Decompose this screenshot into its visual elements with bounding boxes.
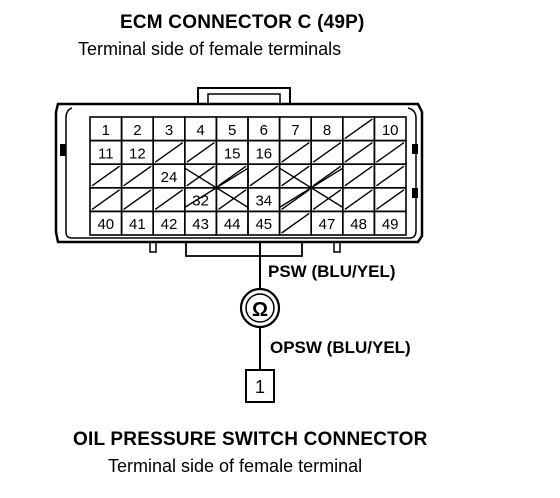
terminal-blank-r3-c8-blank-slash [312, 165, 342, 187]
terminal-blank-r5-c7-blank-slash [281, 212, 310, 234]
cavity-cross-b-0 [184, 167, 249, 208]
terminal-3-label: 3 [165, 122, 173, 139]
terminal-49 [373, 210, 407, 236]
terminal-blank-r3-c7-blank-slash [281, 165, 310, 187]
terminal-24-label: 24 [161, 169, 178, 186]
ecm-connector-title: ECM CONNECTOR C (49P) [120, 12, 365, 33]
oil-pressure-switch-symbol: Ω [252, 299, 268, 321]
terminal-blank-r3-c1-blank-slash [91, 165, 121, 187]
terminal-40-label: 40 [97, 216, 114, 233]
terminal-blank-r3-c9-blank-slash [344, 165, 373, 187]
opsw-wire-label: OPSW (BLU/YEL) [270, 338, 411, 357]
terminal-4-label: 4 [196, 122, 204, 139]
terminal-blank-r4-c10-blank-slash [375, 189, 405, 210]
terminal-10-label: 10 [382, 122, 399, 139]
ecm-connector-shell [54, 87, 424, 403]
terminal-45-label: 45 [255, 216, 272, 233]
oil-pressure-switch-title: OIL PRESSURE SWITCH CONNECTOR [73, 429, 428, 450]
terminal-6-label: 6 [260, 122, 268, 139]
terminal-blank-r4-c8-blank-slash [312, 189, 342, 210]
ecm-connector-subtitle: Terminal side of female terminals [78, 39, 342, 59]
terminal-blank-r4-c5-blank-slash [217, 189, 247, 210]
terminal-blank-r2-c4-blank-slash [186, 142, 215, 163]
terminal-43-label: 43 [192, 216, 209, 233]
terminal-blank-r4-c2-blank-slash [123, 189, 152, 210]
terminal-5-label: 5 [228, 122, 236, 139]
terminal-blank-r4-c9-blank-slash [344, 189, 373, 210]
terminal-32-label: 32 [192, 193, 209, 210]
terminal-blank-r2-c10-blank-slash [375, 142, 405, 163]
terminal-16-label: 16 [255, 145, 272, 162]
terminal-blank-r3-c4-blank-slash [186, 165, 215, 187]
terminal-blank-r4-c3-blank-slash [154, 189, 184, 210]
terminal-blank-r1-c9-blank-slash [344, 118, 373, 140]
terminal-2-label: 2 [133, 122, 141, 139]
terminal-1-label: 1 [102, 122, 110, 139]
terminal-blank-r2-c9-blank-slash [344, 142, 373, 163]
terminal-41-label: 41 [129, 216, 146, 233]
terminal-blank-r3-c10-blank-slash [375, 165, 405, 187]
terminal-11-label: 11 [98, 145, 114, 162]
terminal-blank-r2-c3-blank-slash [154, 142, 184, 163]
terminal-34-label: 34 [255, 193, 272, 210]
terminal-blank-r2-c8-blank-slash [312, 142, 342, 163]
terminal-blank-r2-c7-blank-slash [281, 142, 310, 163]
oil-pressure-switch-terminal-1: 1 [255, 377, 265, 397]
terminal-49-label: 49 [382, 216, 399, 233]
terminal-8-label: 8 [323, 122, 331, 139]
terminal-44-label: 44 [224, 216, 241, 233]
terminal-blank-r3-c6-blank-slash [249, 165, 279, 187]
terminal-12-label: 12 [129, 145, 146, 162]
terminal-blank-r4-c1-blank-slash [91, 189, 121, 210]
cavity-cross-b-1 [279, 167, 344, 208]
oil-pressure-switch-subtitle: Terminal side of female terminal [108, 456, 363, 476]
terminal-48-label: 48 [350, 216, 367, 233]
terminal-15-label: 15 [224, 145, 241, 162]
terminal-47-label: 47 [319, 216, 336, 233]
terminal-blank-r4-c7-blank-slash [281, 189, 310, 210]
terminal-blank-r3-c2-blank-slash [123, 165, 152, 187]
terminal-42-label: 42 [161, 216, 178, 233]
psw-wire-label: PSW (BLU/YEL) [268, 262, 396, 281]
terminal-blank-r3-c5-blank-slash [217, 165, 247, 187]
terminal-7-label: 7 [291, 122, 299, 139]
